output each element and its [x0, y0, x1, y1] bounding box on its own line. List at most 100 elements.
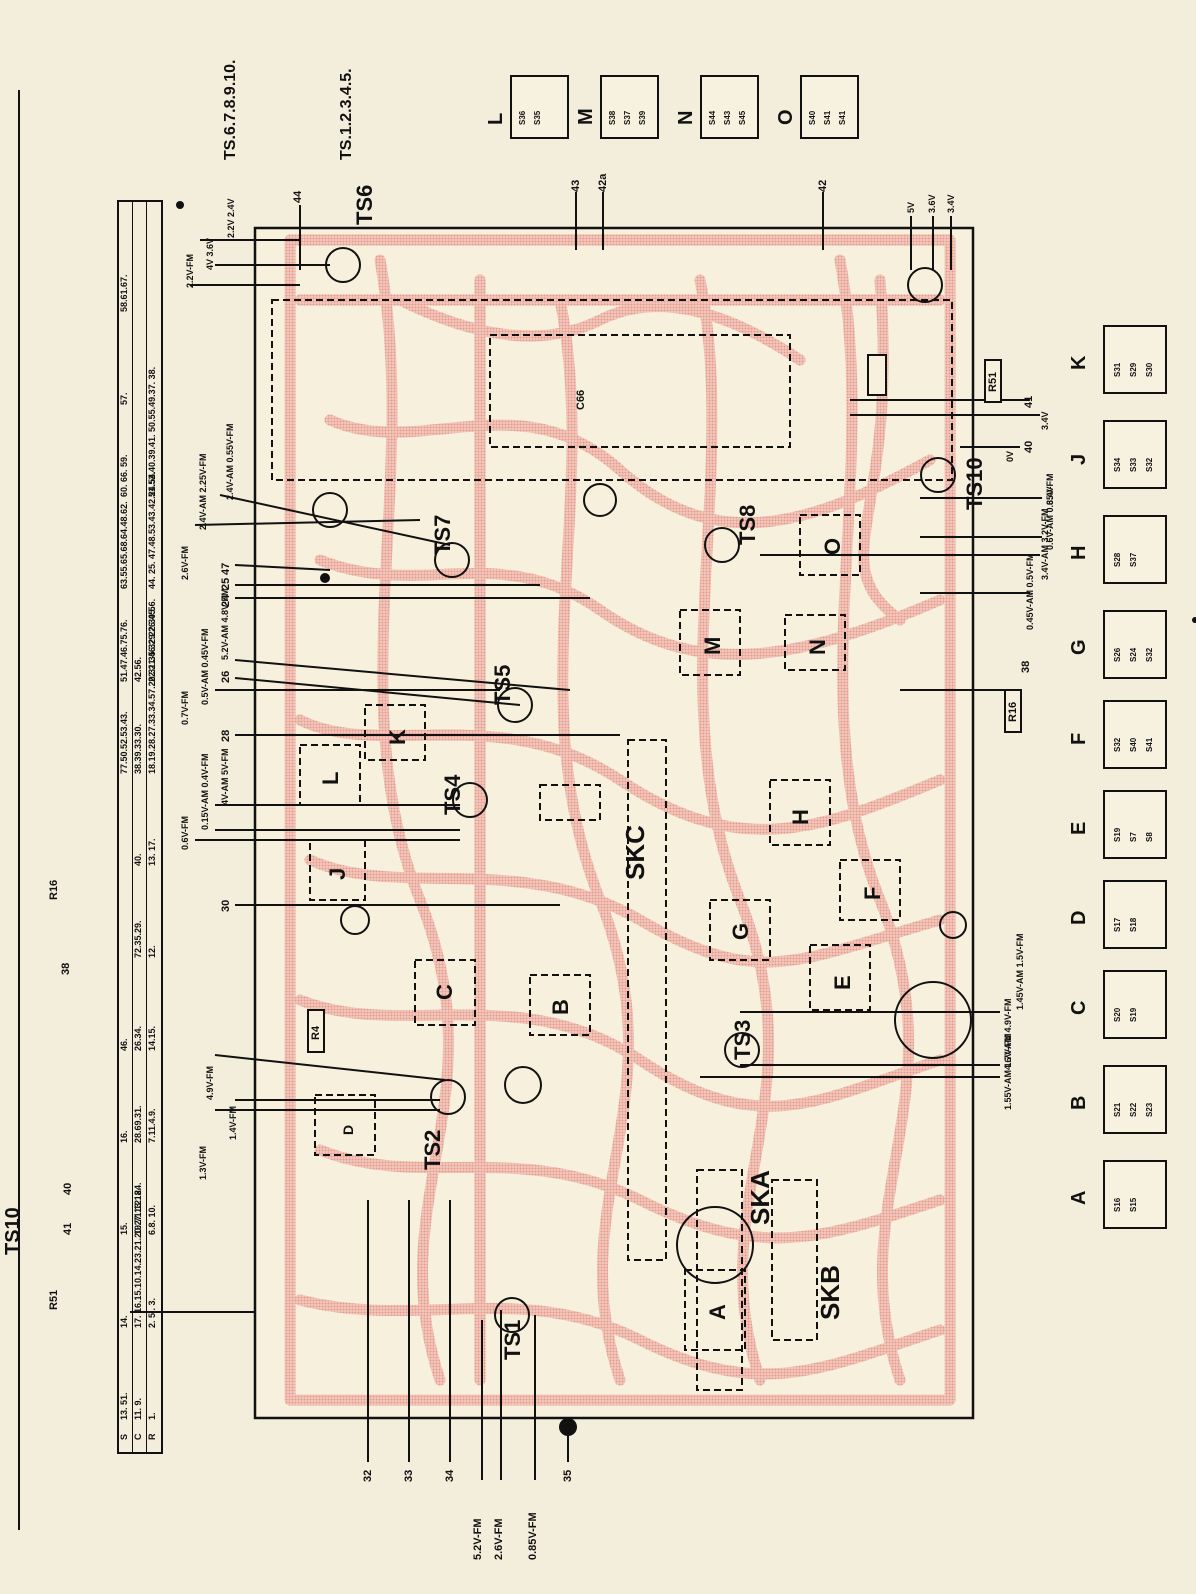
volt-left-3: 2.6V-FM [180, 545, 190, 580]
terminal-42a: 42a [597, 173, 609, 192]
ts3-outline [724, 1032, 760, 1068]
winding-label: S37 [623, 110, 632, 125]
c41-outline [539, 784, 601, 821]
coil-letter-f: F [1068, 732, 1090, 745]
board-coil-b: B [548, 999, 573, 1015]
coil-letter-b: B [1068, 1095, 1090, 1110]
ts7-outline [434, 542, 470, 578]
ts10-label: TS10 [962, 457, 987, 510]
ts2-outline [430, 1079, 466, 1115]
coil-detail-f: S32 S40 S41 [1103, 700, 1167, 769]
skb-label: SKB [815, 1265, 845, 1320]
volt-left-7: 0.5V-AM 0.45V-FM [200, 628, 210, 705]
winding-label: S34 [1113, 457, 1122, 472]
r4-label: R4 [310, 1025, 322, 1040]
coil-e-outline [809, 944, 871, 1011]
winding-label: S40 [1129, 737, 1138, 752]
volt-right-4: 0V [1005, 450, 1015, 462]
board-coil-a: A [705, 1304, 730, 1320]
parts-table [117, 200, 163, 1454]
coil-letter-o: O [775, 109, 797, 125]
coil-detail-c: S20 S19 [1103, 970, 1167, 1039]
winding-label: S45 [738, 110, 747, 125]
c66-label: C66 [575, 389, 587, 410]
winding-label: S38 [608, 110, 617, 125]
coil-g-outline [709, 899, 771, 961]
ts6-label: TS6 [352, 184, 377, 225]
ts3-label: TS3 [730, 1019, 755, 1060]
coil-letter-g: G [1068, 639, 1090, 655]
volt-left-1: 4V 3.6V [205, 237, 215, 270]
r51-label: R51 [987, 371, 999, 392]
board-coil-m: M [700, 636, 725, 655]
c44-outline [583, 483, 617, 517]
volt-left-5: 2.4V-AM 0.55V-FM [225, 423, 235, 500]
coil-letter-l: L [485, 112, 507, 125]
c63-outline [312, 492, 348, 528]
ts8-outline [704, 527, 740, 563]
terminal-38: 38 [1020, 660, 1032, 673]
winding-label: S28 [1113, 552, 1122, 567]
winding-label: S30 [1145, 362, 1154, 377]
winding-label: S7 [1129, 832, 1138, 842]
winding-label: S32 [1113, 737, 1122, 752]
leader-lines [130, 192, 1042, 1480]
shield-outline [271, 299, 953, 481]
c33-outline [894, 981, 972, 1059]
winding-label: S41 [1145, 737, 1154, 752]
ts4-label: TS4 [440, 774, 465, 815]
winding-label: S39 [638, 110, 647, 125]
coil-letter-c: C [1068, 1000, 1090, 1015]
volt-bottom-3: 0.85V-FM [527, 1512, 539, 1560]
winding-label: S22 [1129, 1102, 1138, 1117]
ts8-label: TS8 [735, 504, 760, 545]
terminal-35: 35 [562, 1469, 574, 1482]
volt-left-2: 2.2V-FM [185, 253, 195, 288]
ts-top-right-outline [907, 267, 943, 303]
volt-bottom-1: 5.2V-FM [472, 1518, 484, 1560]
volt-left-0: 2.2V 2.4V [226, 198, 236, 238]
terminal-44: 44 [292, 190, 304, 203]
volt-right-11: 1.55V-AM 1.7V-FM [1003, 1033, 1013, 1110]
winding-label: S40 [808, 110, 817, 125]
winding-label: S26 [1113, 647, 1122, 662]
ts5-label: TS5 [490, 664, 515, 705]
winding-label: S41 [838, 110, 847, 125]
terminal-35-dot [559, 1418, 577, 1436]
terminal-42: 42 [817, 179, 829, 192]
ska-outline [696, 1169, 743, 1391]
volt-right-9: 1.45V-AM 1.5V-FM [1015, 933, 1025, 1010]
left-page-fragment [0, 90, 20, 1530]
r16-pot [1004, 689, 1022, 733]
r4-pot [307, 1009, 325, 1053]
table-divider [132, 202, 133, 1452]
skb-outline [771, 1179, 818, 1341]
volt-left-11: 0.6V-FM [180, 815, 190, 850]
volt-right-0: 5V [906, 201, 916, 213]
c10-outline [676, 1206, 754, 1284]
ts4-outline [452, 782, 488, 818]
winding-label: S20 [1113, 1007, 1122, 1022]
board-coil-g: G [728, 922, 753, 940]
volt-left-9: 4V-AM 5V-FM [220, 748, 230, 805]
winding-label: S33 [1129, 457, 1138, 472]
terminal-32: 32 [362, 1469, 374, 1482]
ts1-outline [494, 1297, 530, 1333]
winding-label: S19 [1129, 1007, 1138, 1022]
coil-letter-k: K [1068, 355, 1090, 370]
coil-detail-m: S38 S37 S39 [600, 75, 659, 139]
coil-n-outline [799, 514, 861, 576]
winding-label: S23 [1145, 1102, 1154, 1117]
coil-m-outline [679, 609, 741, 676]
winding-label: S43 [723, 110, 732, 125]
terminal-41: 41 [1023, 395, 1035, 408]
